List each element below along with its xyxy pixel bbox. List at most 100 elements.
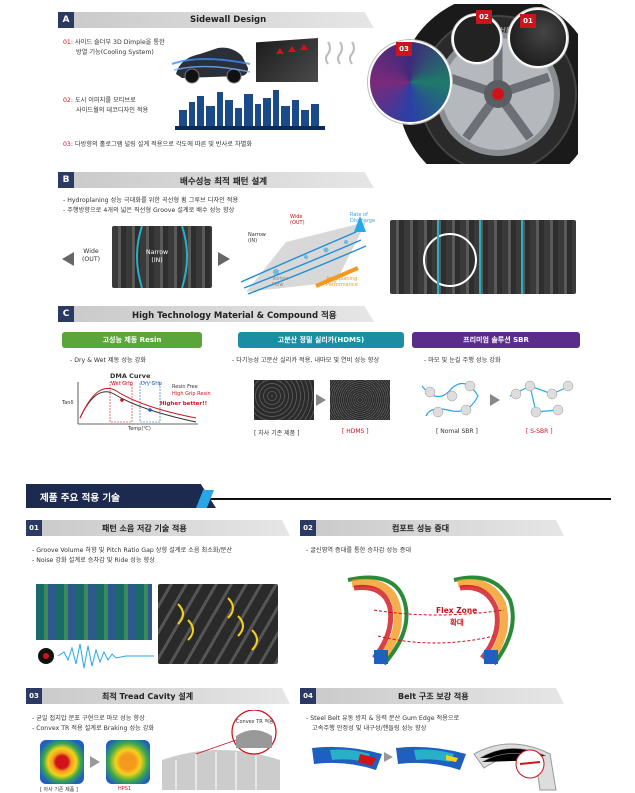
diagram-narrow-label: Narrow (IN): [248, 232, 266, 244]
sbr-normal-diagram: [421, 380, 479, 418]
flex-zone-label: Flex Zone: [436, 606, 478, 615]
dma-title: DMA Curve: [110, 372, 151, 380]
callout-badge-02: 02: [476, 10, 492, 24]
noise-arrows: [177, 597, 258, 651]
item-number: 01: [63, 39, 71, 46]
in-label: (IN): [151, 257, 163, 264]
tech-header-title: 제품 주요 적용 기술: [40, 493, 120, 504]
sidewall-item-1: 01: 사이드 숄더부 3D Dimple을 통한: [63, 39, 165, 46]
tread-front-image: [390, 220, 576, 294]
diagram-vortex-label: Vortex Flow: [272, 276, 289, 288]
section-c-badge: C: [58, 306, 74, 322]
tech-02-title: 컴포트 성능 증대: [392, 524, 450, 533]
diagram-wide-label: Wide (OUT): [290, 214, 305, 226]
sbr-caption-left: [ Nomal SBR ]: [436, 428, 478, 435]
tech-01-line-2: - Noise 강화 설계로 승차감 및 Ride 성능 향상: [32, 557, 155, 564]
resin-pill: 고성능 제동 Resin: [62, 332, 202, 348]
sbr-arrow-icon: [490, 394, 500, 406]
sbr-pill: 프리미엄 솔루션 SBR: [412, 332, 580, 348]
tech-04-line-2: 고속주행 안정성 및 내구성/핸들링 성능 향상: [312, 725, 427, 732]
callout-badge-01: 01: [520, 14, 536, 28]
pressure-arrow-icon: [90, 756, 100, 768]
tech-03-title: 최적 Tread Cavity 설계: [102, 692, 194, 701]
item-text: 사이드 숄더부 3D Dimple을 통한: [74, 39, 165, 46]
section-a-badge: A: [58, 12, 74, 28]
pressure-map-before: [40, 740, 84, 784]
dma-curve-chart: [77, 381, 198, 425]
callout-circle-02: [452, 14, 502, 64]
tech-02-line-1: - 굴신영역 증대를 통한 승차감 성능 증대: [306, 547, 412, 554]
sbr-caption-right: [ S-SBR ]: [526, 428, 553, 435]
tech-02-badge: 02: [300, 520, 316, 536]
dma-wet-label: Wet Grip: [111, 381, 133, 387]
tech-01-badge: 01: [26, 520, 42, 536]
belt-stress-before: [312, 746, 382, 770]
out-label: (OUT): [82, 256, 101, 263]
tech-04-badge: 04: [300, 688, 316, 704]
narrow-arrow-icon: [218, 252, 230, 266]
dma-better-label: Higher better!!: [160, 401, 208, 407]
section-a-title: Sidewall Design: [190, 15, 267, 25]
section-b-bullet-2: - 주행방향으로 4개의 넓은 직선형 Groove 설계로 배수 성능 향상: [63, 207, 235, 214]
noise-wave-graph: [38, 643, 154, 669]
sidewall-item-2-line2: 사이드월의 데코디자인 적용: [76, 107, 149, 114]
noise-tread-image: [36, 584, 152, 640]
flex-zone-diagram: [347, 575, 515, 666]
city-skyline-illustration: [175, 88, 325, 130]
tech-03-caption-1: [ 자사 기존 제품 ]: [40, 787, 78, 793]
item-text: 도시 이미지를 모티브로: [74, 97, 136, 104]
item-number: 03: [63, 141, 71, 148]
item-number: 02: [63, 97, 71, 104]
section-a-header: [58, 12, 374, 28]
belt-arrow-icon: [384, 752, 393, 762]
pressure-map-after: [106, 740, 150, 784]
flex-zone-expand: 확대: [450, 618, 464, 627]
sidewall-item-1-line2: 방열 기능(Cooling System): [76, 49, 154, 56]
belt-stress-after: [396, 746, 466, 770]
section-b-header: [58, 172, 374, 188]
sbr-solution-diagram: [509, 380, 574, 418]
section-c-header: [58, 306, 374, 322]
tech-04-line-1: - Steel Belt 유동 방지 & 응력 분산 Gum Edge 적용으로: [306, 715, 460, 722]
sidewall-item-3: 03: 다방향의 홀로그램 널링 설계 적용으로 각도에 따른 빛 반사로 차별…: [63, 141, 253, 148]
sbr-desc: - 마모 및 눈길 주행 성능 강화: [424, 357, 501, 364]
hdms-desc: - 다기능성 고분산 실리카 적용, 내마모 및 연비 성능 향상: [232, 357, 380, 364]
tech-03-line-1: - 균일 접지압 분포 구현으로 마모 성능 향상: [32, 715, 145, 722]
tech-03-line-2: - Convex TR 적용 설계로 Braking 성능 강화: [32, 725, 155, 732]
dma-dry-label: Dry Grip: [141, 381, 162, 387]
tread-pattern-image: [112, 226, 212, 288]
tech-header-line: [26, 498, 611, 500]
wide-arrow-icon: [62, 252, 74, 266]
tech-03-badge: 03: [26, 688, 42, 704]
heat-dissipation-icon: [325, 41, 355, 65]
tech-02-header: [300, 520, 564, 536]
dma-ylabel: Tanδ: [62, 400, 74, 406]
wide-out-label: Wide(OUT): [82, 248, 100, 264]
dma-xlabel: Temp(℃): [128, 426, 151, 432]
callout-circle-01: [508, 8, 568, 68]
wide-label: Wide: [83, 248, 99, 255]
callout-badge-03: 03: [396, 42, 412, 56]
car-airflow-illustration: [171, 47, 251, 84]
hdms-before-image: [254, 380, 314, 420]
section-c-title: High Technology Material & Compound 적용: [132, 311, 337, 321]
tread-groove-lines: [136, 226, 188, 288]
sidewall-item-2: 02: 도시 이미지를 모티브로: [63, 97, 136, 104]
diagram-rate-label: Rate of Discharge: [350, 212, 376, 224]
hdms-caption-left: [ 자사 기존 제품 ]: [254, 430, 300, 437]
tech-01-header: [26, 520, 290, 536]
tech-01-title: 패턴 소음 저감 기술 적용: [102, 524, 187, 533]
tech-04-title: Belt 구조 보강 적용: [398, 692, 469, 701]
dimple-closeup: [256, 38, 318, 82]
tech-header-bar: [26, 484, 216, 508]
tech-01-line-1: - Groove Volume 하향 및 Pitch Ratio Gap 상향 …: [32, 547, 233, 554]
belt-cross-section: [473, 743, 557, 791]
narrow-label: Narrow: [146, 249, 169, 256]
hdms-after-image: [330, 380, 390, 420]
hdms-caption-right: [ HDMS ]: [342, 428, 369, 435]
tread-highlight: [423, 220, 523, 294]
section-b-bullet-1: - Hydroplaning 성능 극대화를 위한 곡선형 횡 그루브 디자인 …: [63, 197, 239, 204]
dma-legend-2: High Grip Resin: [172, 391, 211, 397]
section-b-title: 배수성능 최적 패턴 설계: [180, 177, 268, 187]
tech-03-header: [26, 688, 290, 704]
